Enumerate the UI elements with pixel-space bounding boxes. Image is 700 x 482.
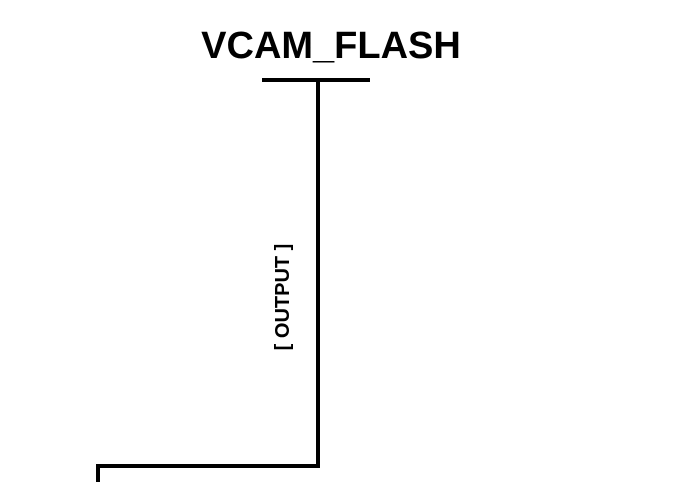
- net-direction-label: [ OUTPUT ]: [272, 244, 294, 351]
- net-name-label: VCAM_FLASH: [201, 25, 461, 67]
